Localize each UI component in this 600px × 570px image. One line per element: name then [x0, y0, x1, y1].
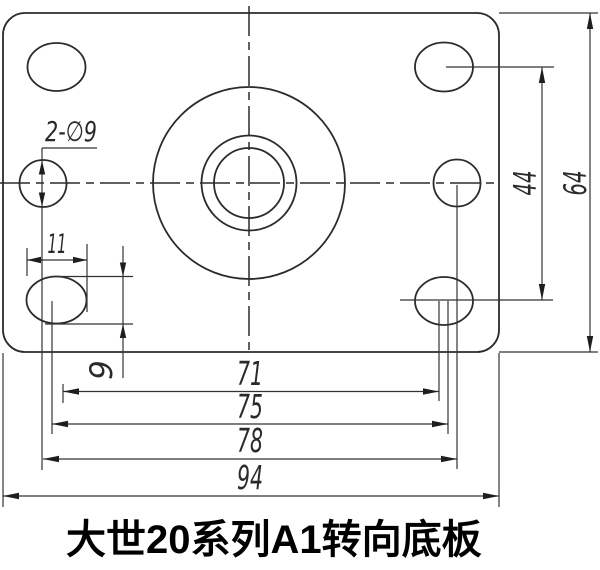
arrowhead-down — [119, 262, 127, 277]
arrowhead-left — [63, 388, 79, 395]
arrowhead-left — [52, 420, 68, 428]
hub-outer-circle — [152, 86, 346, 280]
arrowhead-left — [27, 256, 41, 264]
arrowhead-down — [38, 192, 46, 207]
span-vertical-label: 44 — [508, 171, 544, 196]
drawing-title: 大世20系列A1转向底板 — [66, 518, 482, 562]
dimension-hole-diameter: 2-∅9 — [38, 115, 97, 470]
slot-width-label: 11 — [48, 229, 67, 260]
arrowhead-down — [586, 336, 594, 352]
arrowhead-right — [73, 256, 87, 264]
arrowhead-left — [43, 455, 59, 463]
round-hole-left — [18, 159, 68, 208]
dimension-span-inner: 71 — [62, 301, 440, 403]
centerlines — [0, 6, 499, 352]
slot-hole-top-left — [26, 42, 87, 92]
arrowhead-right — [483, 492, 499, 500]
hub-middle-circle — [200, 134, 298, 232]
arrowhead-down — [538, 284, 546, 300]
arrowhead-up — [538, 67, 546, 83]
plate-width-label: 94 — [237, 458, 263, 497]
arrowhead-up — [586, 13, 594, 29]
span-inner-label: 71 — [237, 354, 263, 393]
slot-height-label: 9 — [84, 360, 120, 380]
dimension-plate-width: 94 — [2, 353, 500, 507]
arrowhead-up — [119, 324, 127, 338]
arrowhead-up — [38, 160, 46, 175]
span-outer-label: 78 — [237, 421, 263, 460]
slot-hole-bottom-right — [414, 276, 474, 326]
dimension-slot-width: 11 — [26, 229, 88, 312]
center-hub — [152, 86, 346, 280]
dimension-span-mid: 75 — [51, 301, 449, 434]
arrowhead-right — [432, 420, 448, 428]
plate-height-label: 64 — [558, 171, 594, 196]
slot-hole-bottom-left — [25, 275, 88, 325]
arrowhead-right — [441, 455, 457, 463]
arrowhead-right — [423, 388, 439, 395]
hub-inner-circle — [213, 147, 285, 219]
dimension-slot-height: 9 — [45, 246, 133, 380]
dimension-span-vertical: 44 — [400, 66, 554, 301]
dimension-span-outer: 78 — [43, 185, 458, 469]
dimension-plate-height: 64 — [499, 12, 598, 353]
hole-callout-label: 2-∅9 — [45, 115, 97, 148]
span-mid-label: 75 — [237, 387, 263, 426]
arrowhead-left — [3, 492, 19, 500]
